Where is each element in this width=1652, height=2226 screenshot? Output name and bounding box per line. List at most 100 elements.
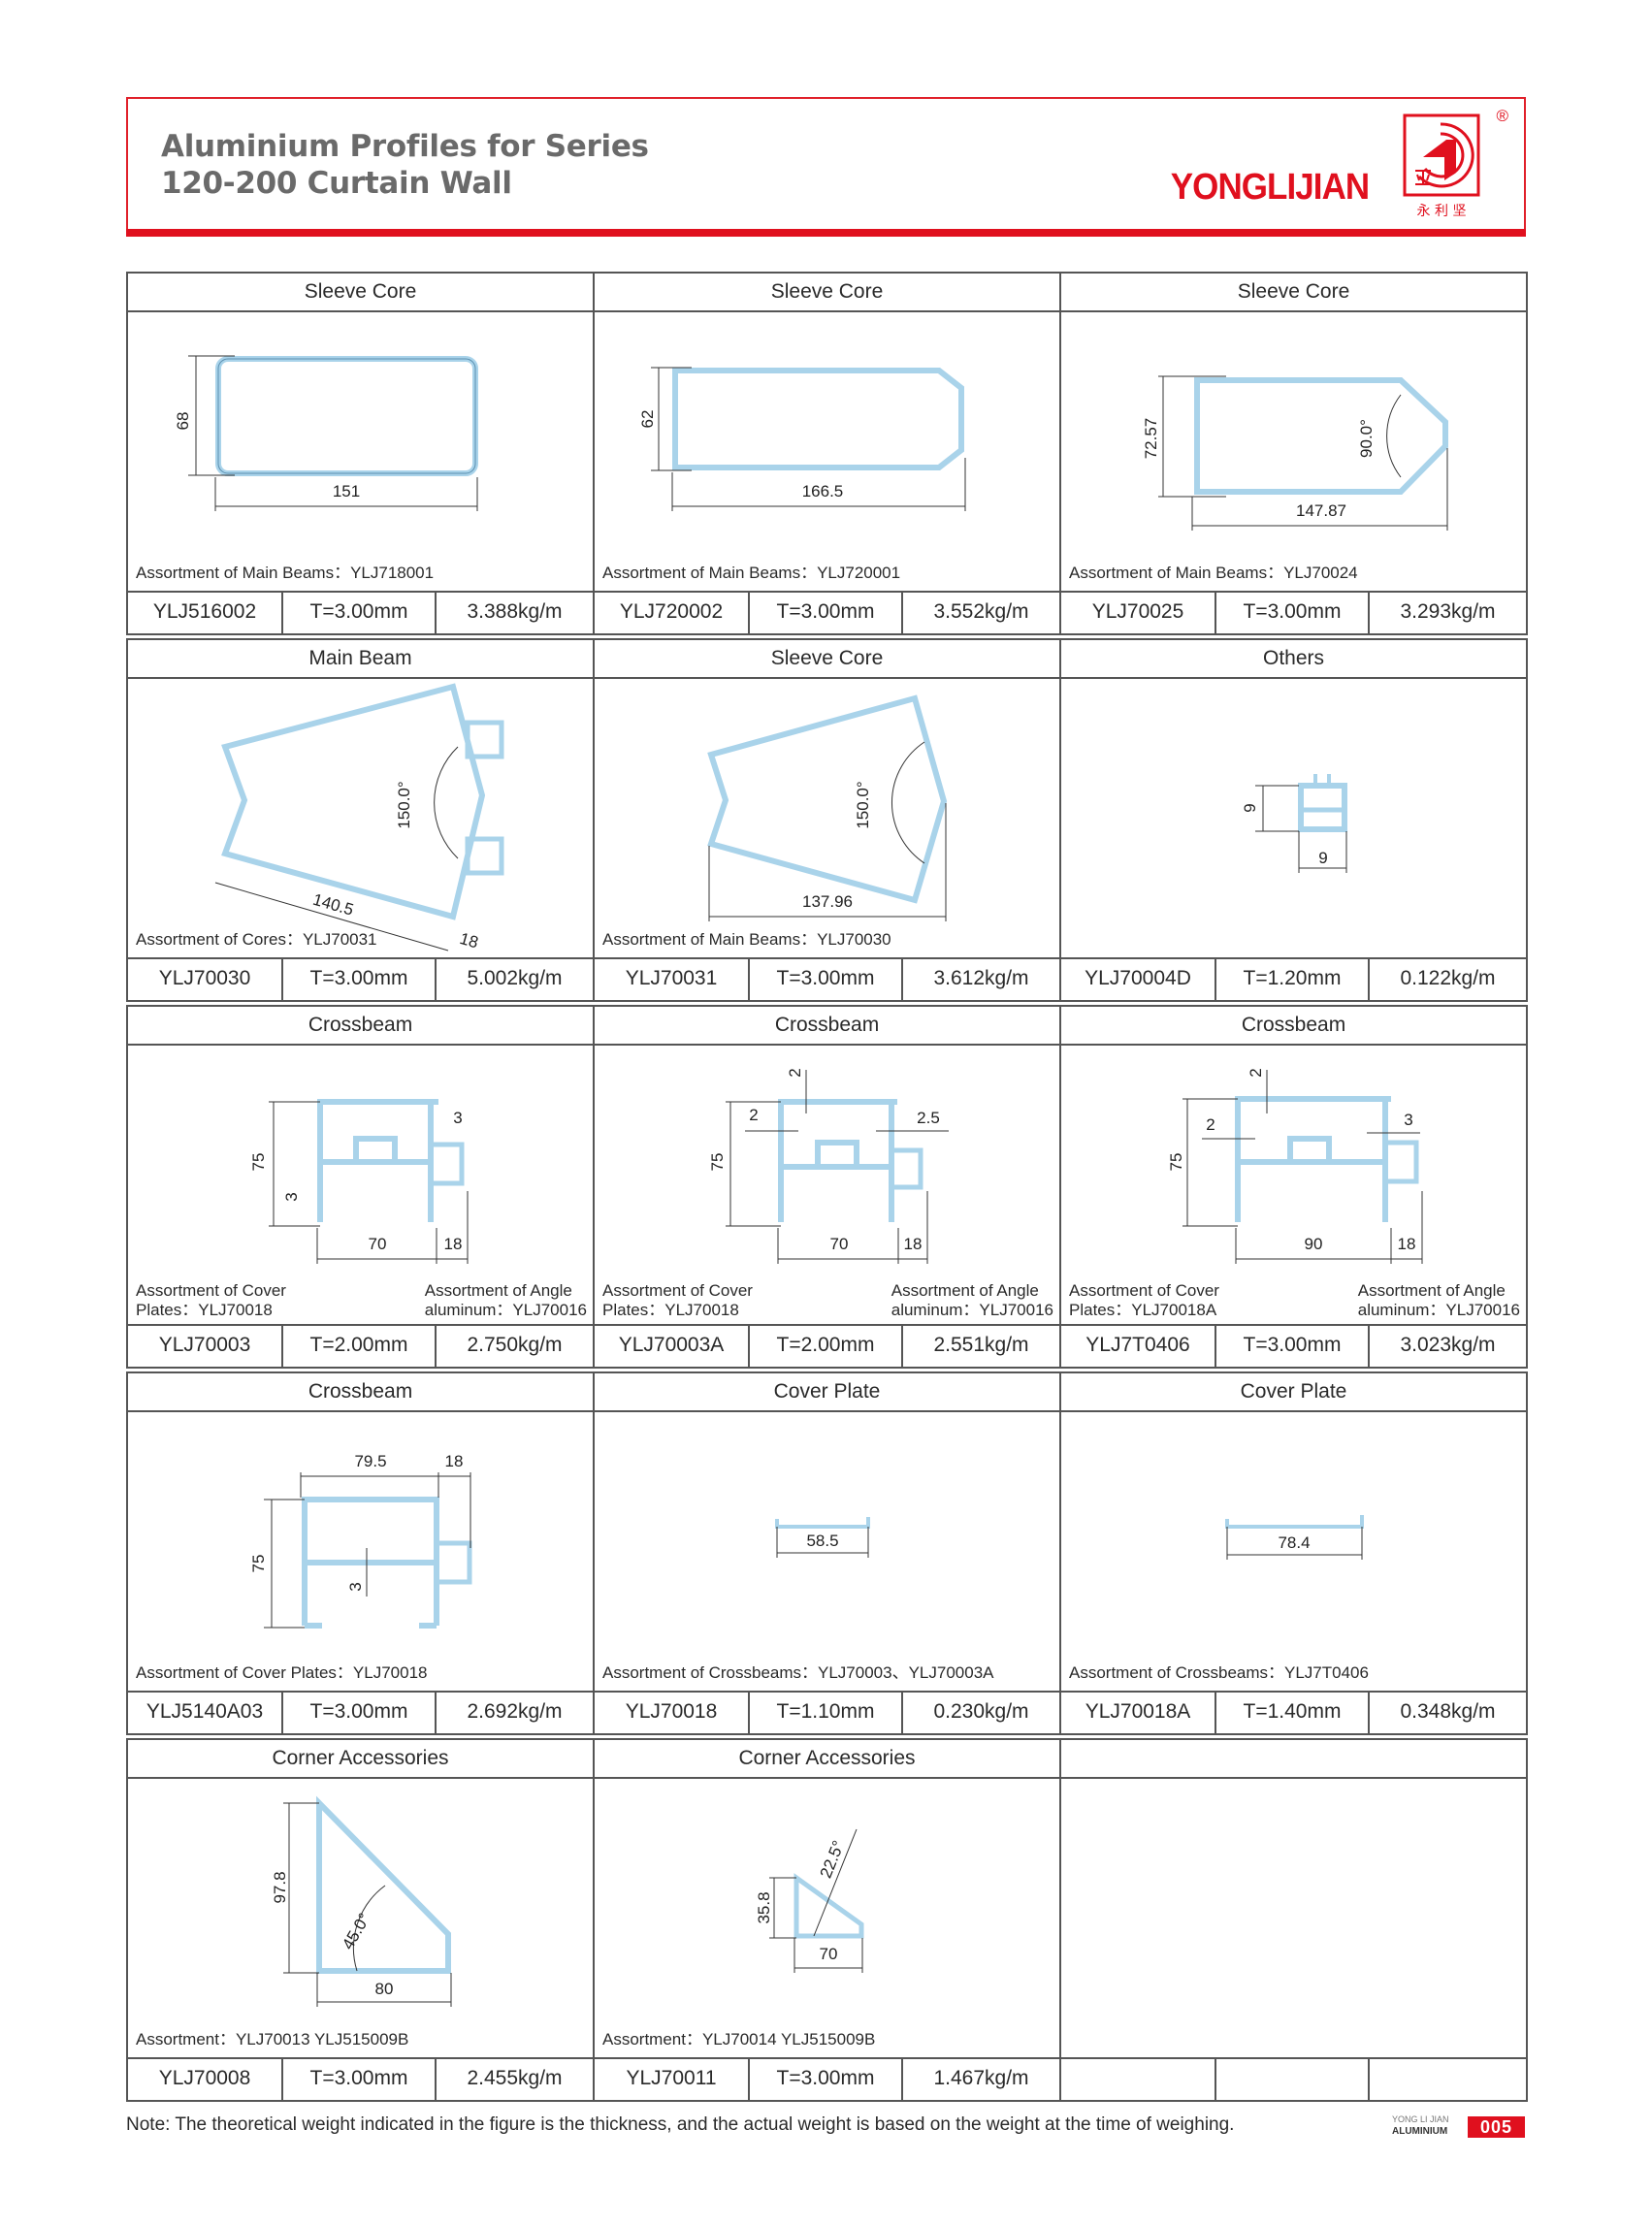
weight: 2.455kg/m (467, 2067, 563, 2089)
thickness: T=3.00mm (750, 959, 903, 1000)
svg-text:70: 70 (820, 1945, 838, 1963)
svg-text:90.0°: 90.0° (1357, 419, 1376, 458)
product-code: YLJ70018A (1061, 1693, 1216, 1733)
svg-text:140.5: 140.5 (310, 890, 355, 919)
svg-text:22.5°: 22.5° (817, 1838, 849, 1881)
product-title: Corner Accessories (128, 1740, 593, 1779)
spec-row: YLJ70030 T=3.00mm 5.002kg/m (128, 957, 593, 1000)
thickness (1216, 2059, 1370, 2100)
grid-row-4: Crossbeam 79.5 18 75 3 Assortment of Cov… (126, 1371, 1528, 1735)
product-cell: Crossbeam 79.5 18 75 3 Assortment of Cov… (126, 1371, 595, 1735)
weight: 5.002kg/m (467, 967, 563, 989)
assortment-note: Assortment：YLJ70013 YLJ515009B (136, 2030, 409, 2049)
profile-drawing-area: 62 166.5 Assortment of Main Beams：YLJ720… (595, 312, 1059, 591)
svg-text:永 利 坚: 永 利 坚 (1417, 204, 1467, 219)
thickness: T=3.00mm (1216, 1326, 1370, 1367)
weight: 0.230kg/m (933, 1700, 1029, 1723)
product-code: YLJ70003A (595, 1326, 750, 1367)
badge-brand: YONG LI JIAN (1392, 2114, 1449, 2124)
spec-row (1061, 2057, 1526, 2100)
product-code: YLJ70030 (128, 959, 283, 1000)
assortment-note-left: Assortment of Cover Plates：YLJ70018 (136, 1281, 286, 1320)
svg-text:97.8: 97.8 (271, 1871, 289, 1903)
profile-drawing-area (1061, 1779, 1526, 2057)
product-title: Sleeve Core (595, 640, 1059, 679)
profile-drawing-icon: 9 9 (1241, 774, 1347, 873)
product-code: YLJ70004D (1061, 959, 1216, 1000)
svg-text:72.57: 72.57 (1142, 418, 1160, 460)
brand-logo-icon: 永 利 坚 (1403, 113, 1480, 219)
profile-drawing-area: 78.4 Assortment of Crossbeams：YLJ7T0406 (1061, 1412, 1526, 1691)
assortment-right-line-1: Assortment of Angle (424, 1281, 572, 1300)
product-code: YLJ720002 (595, 593, 750, 633)
assortment-right-line-1: Assortment of Angle (891, 1281, 1039, 1300)
profile-drawing-area: 97.8 45.0° 80 Assortment：YLJ70013 YLJ515… (128, 1779, 593, 2057)
product-title: Crossbeam (128, 1007, 593, 1046)
spec-row: YLJ70018 T=1.10mm 0.230kg/m (595, 1691, 1059, 1733)
svg-text:18: 18 (1398, 1235, 1416, 1253)
thickness: T=1.40mm (1216, 1693, 1370, 1733)
svg-text:18: 18 (445, 1452, 464, 1470)
grid-row-3: Crossbeam 75 3 3 70 18 Assortment of Cov (126, 1005, 1528, 1369)
profile-drawing-icon: 150.0° 137.96 (707, 694, 948, 921)
grid-row-2: Main Beam 150.0° 140.5 18 Assortment of … (126, 638, 1528, 1002)
svg-text:58.5: 58.5 (806, 1532, 838, 1550)
svg-text:150.0°: 150.0° (854, 781, 872, 828)
product-title: Main Beam (128, 640, 593, 679)
thickness: T=3.00mm (283, 2059, 437, 2100)
product-title: Sleeve Core (128, 274, 593, 312)
assortment-note: Assortment：YLJ70014 YLJ515009B (602, 2030, 876, 2049)
product-cell: Crossbeam 75 2 2 3 90 18 (1059, 1005, 1528, 1369)
product-cell: Sleeve Core 72.57 90.0° 147.87 Assortmen… (1059, 272, 1528, 635)
product-code (1061, 2059, 1216, 2100)
thickness: T=1.10mm (750, 1693, 903, 1733)
page-number: 005 (1468, 2116, 1525, 2138)
product-grid: Sleeve Core 68 151 Assortment of Main Be… (126, 272, 1528, 2105)
assortment-note: Assortment of Crossbeams：YLJ7T0406 (1069, 1663, 1369, 1682)
spec-row: YLJ5140A03 T=3.00mm 2.692kg/m (128, 1691, 593, 1733)
product-code: YLJ7T0406 (1061, 1326, 1216, 1367)
thickness: T=3.00mm (283, 1693, 437, 1733)
assortment-note-right: Assortment of Angle aluminum：YLJ70016 (425, 1281, 587, 1320)
spec-row: YLJ70004D T=1.20mm 0.122kg/m (1061, 957, 1526, 1000)
spec-row: YLJ70003A T=2.00mm 2.551kg/m (595, 1324, 1059, 1367)
weight: 3.023kg/m (1400, 1334, 1496, 1356)
thickness: T=2.00mm (750, 1326, 903, 1367)
product-title: Cover Plate (1061, 1373, 1526, 1412)
weight: 3.552kg/m (933, 600, 1029, 623)
thickness: T=3.00mm (1216, 593, 1370, 633)
assortment-left-line-2: Plates：YLJ70018A (1069, 1301, 1217, 1319)
profile-drawing-icon: 72.57 90.0° 147.87 (1142, 375, 1448, 531)
svg-text:147.87: 147.87 (1296, 501, 1346, 520)
product-cell: Sleeve Core 150.0° 137.96 Assortment of … (593, 638, 1061, 1002)
product-code: YLJ70031 (595, 959, 750, 1000)
weight: 1.467kg/m (933, 2067, 1029, 2089)
assortment-left-line-1: Assortment of Cover (1069, 1281, 1219, 1300)
weight (1370, 2059, 1526, 2100)
svg-text:2: 2 (749, 1106, 758, 1124)
svg-text:2: 2 (1247, 1068, 1265, 1077)
empty-product-cell (1059, 1738, 1528, 2102)
registered-mark: ® (1496, 107, 1508, 125)
product-code: YLJ70025 (1061, 593, 1216, 633)
assortment-note-left: Assortment of Cover Plates：YLJ70018A (1069, 1281, 1219, 1320)
page-title: Aluminium Profiles for Series 120-200 Cu… (161, 128, 649, 202)
assortment-note-right: Assortment of Angle aluminum：YLJ70016 (1358, 1281, 1520, 1320)
product-cell: Corner Accessories 35.8 22.5° 70 Assortm… (593, 1738, 1061, 2102)
product-cell: Crossbeam 75 2 2 2.5 70 1 (593, 1005, 1061, 1369)
thickness: T=1.20mm (1216, 959, 1370, 1000)
profile-drawing-icon: 75 2 2 3 90 18 (1167, 1068, 1423, 1264)
header-red-bar (126, 229, 1526, 237)
svg-text:68: 68 (174, 412, 192, 431)
svg-text:75: 75 (249, 1153, 268, 1172)
product-code: YLJ70011 (595, 2059, 750, 2100)
svg-text:70: 70 (369, 1235, 387, 1253)
weight: 2.750kg/m (467, 1334, 563, 1356)
svg-text:3: 3 (282, 1192, 301, 1201)
profile-drawing-icon: 75 2 2 2.5 70 18 (708, 1068, 949, 1264)
profile-drawing-area: 75 2 2 2.5 70 18 Assortment of Cover Pla… (595, 1046, 1059, 1324)
svg-text:3: 3 (1404, 1111, 1412, 1129)
svg-text:35.8: 35.8 (755, 1891, 773, 1923)
spec-row: YLJ720002 T=3.00mm 3.552kg/m (595, 591, 1059, 633)
svg-text:75: 75 (708, 1153, 727, 1172)
